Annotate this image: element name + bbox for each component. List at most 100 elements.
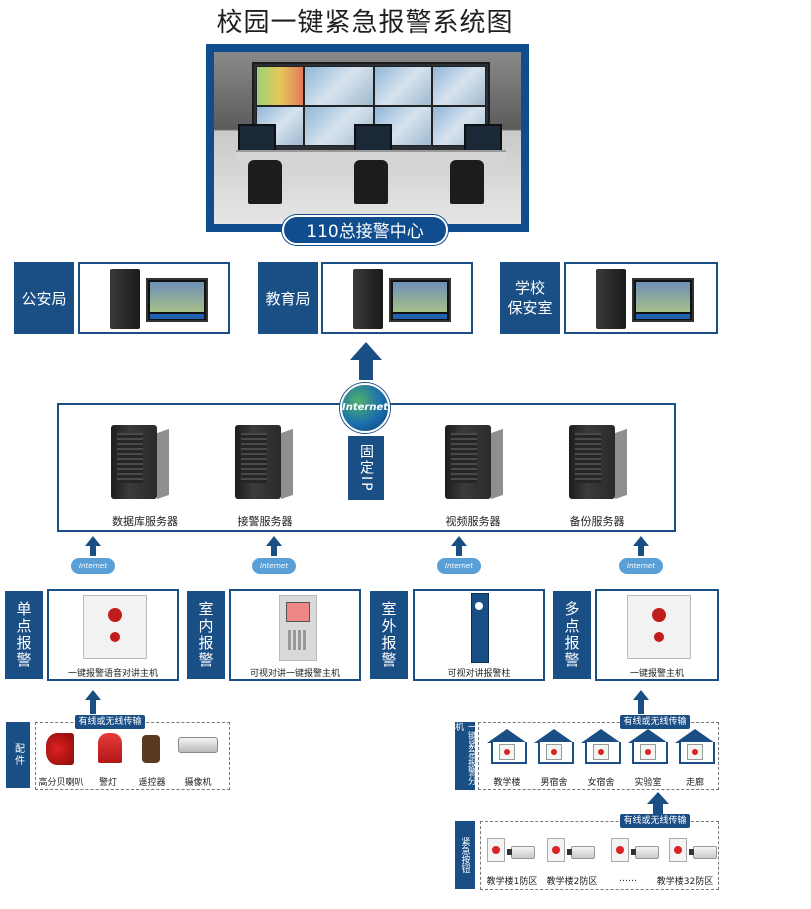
pc-tower-icon xyxy=(353,269,383,329)
station-box: 一键报警主机 xyxy=(595,589,719,681)
remote-control-icon xyxy=(142,735,160,763)
arrow-up-icon xyxy=(85,536,101,546)
alarm-host-device xyxy=(83,595,147,659)
emergency-button-icon xyxy=(487,838,505,862)
zone-label: 教学楼32防区 xyxy=(656,877,714,887)
camera-icon xyxy=(631,846,659,859)
alarm-branch-box: 教学楼 男宿舍 女宿舍 实验室 走廊 xyxy=(478,722,719,790)
transmission-tag: 有线或无线传输 xyxy=(620,814,690,828)
arrow-up-icon xyxy=(633,536,649,546)
internet-cloud-icon: Internet xyxy=(71,558,115,574)
monitor xyxy=(464,124,502,152)
accessory-label: 遥控器 xyxy=(138,778,166,788)
building-label: 实验室 xyxy=(634,778,662,788)
accessories-tag: 配件 xyxy=(6,722,30,788)
alarm-host-device xyxy=(627,595,691,659)
page-title: 校园一键紧急报警系统图 xyxy=(216,8,514,38)
console-desk xyxy=(236,150,506,162)
zone-label: 教学楼1防区 xyxy=(486,877,538,887)
accessory-label: 摄像机 xyxy=(184,778,212,788)
emergency-button-box: 教学楼1防区 教学楼2防区 …… 教学楼32防区 xyxy=(480,821,719,890)
client-tag-police: 公安局 xyxy=(14,262,74,334)
client-box-school-security xyxy=(564,262,718,334)
camera-icon xyxy=(178,737,218,753)
alarm-branch-tag: 一键紧急报警分机 xyxy=(453,722,476,790)
chair xyxy=(354,160,388,204)
transmission-tag: 有线或无线传输 xyxy=(620,715,690,729)
arrow-up-icon xyxy=(266,536,282,546)
server-label: 备份服务器 xyxy=(569,515,625,528)
client-tag-education: 教育局 xyxy=(258,262,318,334)
building-icon xyxy=(534,729,574,764)
internet-cloud-icon: Internet xyxy=(619,558,663,574)
server-label: 视频服务器 xyxy=(445,515,501,528)
monitor-icon xyxy=(632,278,694,322)
building-label: 走廊 xyxy=(685,778,704,788)
station-device-label: 可视对讲一键报警主机 xyxy=(249,669,340,679)
accessories-box: 高分贝喇叭 警灯 遥控器 摄像机 xyxy=(35,722,230,790)
station-box: 可视对讲报警柱 xyxy=(413,589,545,681)
server-icon xyxy=(235,425,281,499)
monitor xyxy=(354,124,392,152)
emergency-button-icon xyxy=(611,838,629,862)
arrow-up-icon xyxy=(451,536,467,546)
chair xyxy=(248,160,282,204)
server-label: 数据库服务器 xyxy=(112,515,178,528)
camera-icon xyxy=(689,846,717,859)
station-box: 一键报警语音对讲主机 xyxy=(47,589,179,681)
building-icon xyxy=(487,729,527,764)
fixed-ip-tag: 固定IP xyxy=(348,436,384,500)
building-label: 男宿舍 xyxy=(540,778,568,788)
emergency-button-icon xyxy=(669,838,687,862)
server-icon xyxy=(569,425,615,499)
monitor-icon xyxy=(146,278,208,322)
monitor xyxy=(238,124,276,152)
camera-icon xyxy=(567,846,595,859)
transmission-tag: 有线或无线传输 xyxy=(75,715,145,729)
building-icon xyxy=(581,729,621,764)
speaker-icon xyxy=(46,733,74,765)
arrow-up-icon xyxy=(633,690,649,700)
alarm-pillar-device xyxy=(471,593,489,663)
server-label: 接警服务器 xyxy=(237,515,293,528)
zone-label: …… xyxy=(619,874,637,884)
arrow-up-icon xyxy=(85,690,101,700)
alarm-center-label: 110总接警中心 xyxy=(282,215,448,245)
station-tag: 多点报警 xyxy=(553,591,591,679)
alarm-light-icon xyxy=(98,733,122,763)
station-device-label: 一键报警语音对讲主机 xyxy=(67,669,158,679)
station-device-label: 一键报警主机 xyxy=(629,669,684,679)
arrow-up-icon xyxy=(350,342,382,360)
client-tag-school-security: 学校 保安室 xyxy=(500,262,560,334)
server-icon xyxy=(445,425,491,499)
internet-cloud-icon: Internet xyxy=(252,558,296,574)
building-icon xyxy=(628,729,668,764)
building-label: 教学楼 xyxy=(493,778,521,788)
video-intercom-device xyxy=(279,595,317,661)
building-label: 女宿舍 xyxy=(587,778,615,788)
station-tag: 室外报警 xyxy=(370,591,408,679)
accessory-label: 高分贝喇叭 xyxy=(38,778,84,788)
control-center-photo xyxy=(206,44,529,232)
monitor-icon xyxy=(389,278,451,322)
pc-tower-icon xyxy=(596,269,626,329)
building-icon xyxy=(675,729,715,764)
zone-label: 教学楼2防区 xyxy=(546,877,598,887)
client-box-education xyxy=(321,262,473,334)
pc-tower-icon xyxy=(110,269,140,329)
internet-globe-icon: Internet xyxy=(340,383,390,433)
server-icon xyxy=(111,425,157,499)
accessory-label: 警灯 xyxy=(98,778,117,788)
client-box-police xyxy=(78,262,230,334)
internet-cloud-icon: Internet xyxy=(437,558,481,574)
station-tag: 单点报警 xyxy=(5,591,43,679)
arrow-up-icon xyxy=(647,792,669,804)
chair xyxy=(450,160,484,204)
video-wall xyxy=(252,62,490,152)
emergency-button-tag: 紧急按钮 xyxy=(455,821,475,889)
camera-icon xyxy=(507,846,535,859)
arrow-shaft xyxy=(359,360,373,380)
station-box: 可视对讲一键报警主机 xyxy=(229,589,361,681)
station-tag: 室内报警 xyxy=(187,591,225,679)
station-device-label: 可视对讲报警柱 xyxy=(447,669,511,679)
